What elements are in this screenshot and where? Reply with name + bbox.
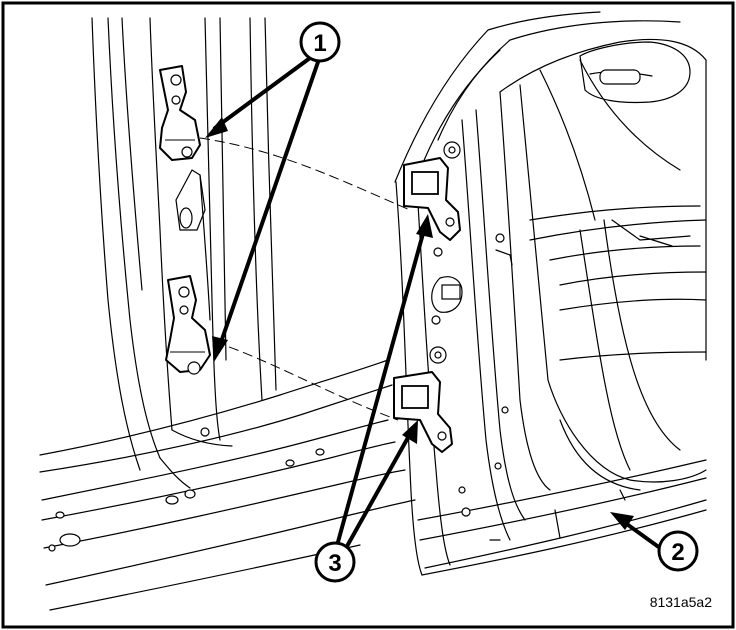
body-hinge-upper: [159, 65, 201, 161]
leader-arrow-callout-2: [610, 512, 662, 550]
callout-3: 3: [314, 541, 356, 583]
figure-id: 8131a5a2: [650, 594, 713, 610]
door-hinge-upper: [403, 141, 461, 241]
callout-1: 1: [299, 21, 341, 63]
alignment-line-upper: [199, 137, 411, 211]
callout-3-label: 3: [328, 550, 341, 577]
body-hinge-lower: [165, 275, 211, 375]
callout-1-label: 1: [313, 30, 326, 57]
callout-2: 2: [657, 530, 699, 572]
body-pillar: [39, 17, 416, 611]
callout-2-label: 2: [671, 539, 684, 566]
door-hinge-lower: [393, 346, 453, 453]
leader-arrows-callout-1: [205, 56, 320, 362]
leader-arrows-callout-3: [336, 214, 433, 550]
